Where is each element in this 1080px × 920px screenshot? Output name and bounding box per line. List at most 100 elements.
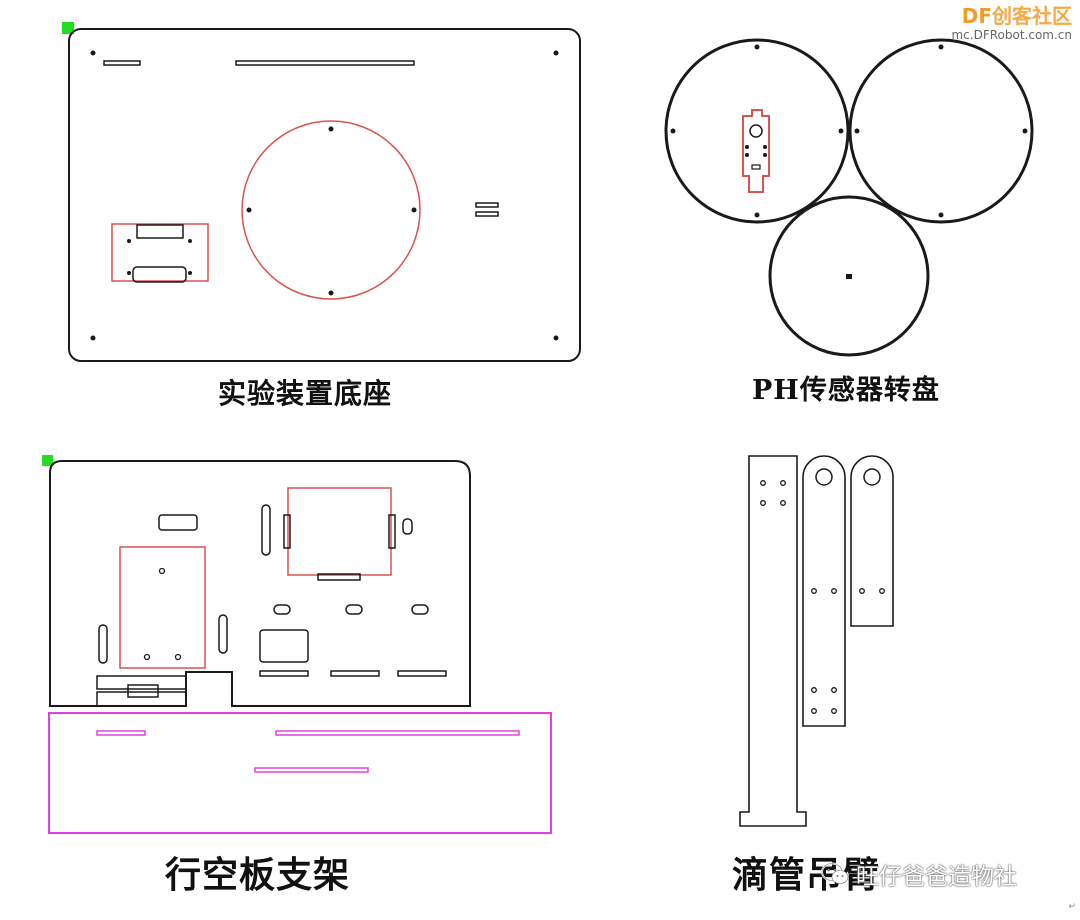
bracket-outline [49,460,471,707]
mount-hole [879,588,885,594]
slot [261,504,271,556]
slot [218,614,228,654]
mount-hole [760,480,766,486]
green-origin-marker [42,455,53,466]
module-slot [132,266,187,283]
mount-hole [859,588,865,594]
mount-hole [760,500,766,506]
ph-turntable-caption: PH传感器转盘 [752,375,940,406]
module-outline-red [119,546,206,669]
mount-hole [838,128,844,134]
arm-long [739,455,807,827]
wechat-watermark: 旺仔爸爸造物社 [820,857,1017,891]
turntable-circle-red [241,120,421,300]
logo-brand-cn: 创客社区 [992,4,1072,28]
turntable-disc [664,38,850,224]
mount-hole [158,567,166,575]
sensor-hole [763,153,767,157]
oval-hole [273,604,291,615]
mount-hole [328,126,334,132]
mount-hole [811,708,817,714]
wechat-icon [821,862,849,884]
ph-turntable-part [664,38,1034,357]
mount-hole [938,212,944,218]
mount-hole [831,588,837,594]
module-slot [136,224,184,239]
mount-hole [670,128,676,134]
slot [475,211,499,217]
slot [96,730,146,736]
mount-hole [811,687,817,693]
slot [388,514,396,549]
turntable-disc [848,38,1034,224]
bracket-base-magenta [48,712,552,834]
mount-hole [854,128,860,134]
mount-hole [246,207,252,213]
mount-hole [174,653,182,661]
arm-short [850,455,894,627]
slot [235,60,415,66]
arm-middle [802,455,846,727]
dfrobot-logo: DF创客社区 mc.DFRobot.com.cn [951,4,1072,42]
mount-hole [127,239,131,243]
base-plate-part [62,22,581,362]
mount-hole [780,480,786,486]
mount-hole [553,50,559,56]
mount-hole [1022,128,1028,134]
pivot-hole [863,468,881,486]
mount-hole [831,687,837,693]
sensor-slot [751,164,761,170]
slot [317,573,361,581]
board-bracket-caption: 行空板支架 [165,854,351,896]
slot [475,202,499,208]
mount-hole [754,44,760,50]
mount-hole [188,239,192,243]
module-outline-red [287,487,392,576]
mount-hole [90,50,96,56]
mount-hole [188,271,192,275]
mount-hole [938,44,944,50]
board-bracket-part [42,455,552,834]
slot [402,518,413,535]
slot [158,514,198,531]
slot [103,60,141,66]
oval-hole [411,604,429,615]
base-plate-caption: 实验装置底座 [218,377,393,410]
pivot-hole [815,468,833,486]
logo-brand-df: DF [961,4,992,28]
slot [283,514,291,549]
slot [275,730,520,736]
dropper-arm-caption: 滴管吊臂 [732,854,881,896]
base-plate-outline [68,28,581,362]
slot [259,670,309,677]
center-hole [846,274,852,279]
mount-hole [127,271,131,275]
watermark-text: 旺仔爸爸造物社 [856,864,1017,890]
sensor-hole [745,145,749,149]
mount-hole [143,653,151,661]
mount-hole [90,335,96,341]
oval-hole [345,604,363,615]
paragraph-mark: ↵ [1068,902,1076,912]
mount-hole [328,290,334,296]
logo-url: mc.DFRobot.com.cn [951,28,1072,42]
slot [397,670,447,677]
sensor-hole [763,145,767,149]
bracket-tab [96,691,187,707]
mount-hole [411,207,417,213]
ph-sensor-outline-red [742,109,770,193]
bracket-tab [96,675,187,690]
mount-hole [754,212,760,218]
mount-hole [831,708,837,714]
mount-hole [553,335,559,341]
green-origin-marker [62,22,74,34]
bracket-tab [127,684,159,698]
module-outline-red [111,223,209,282]
mount-hole [780,500,786,506]
dropper-arm-part [739,455,894,827]
turntable-disc [768,195,930,357]
sensor-hole [749,124,763,138]
slot [254,767,369,773]
window-cutout [259,629,309,663]
